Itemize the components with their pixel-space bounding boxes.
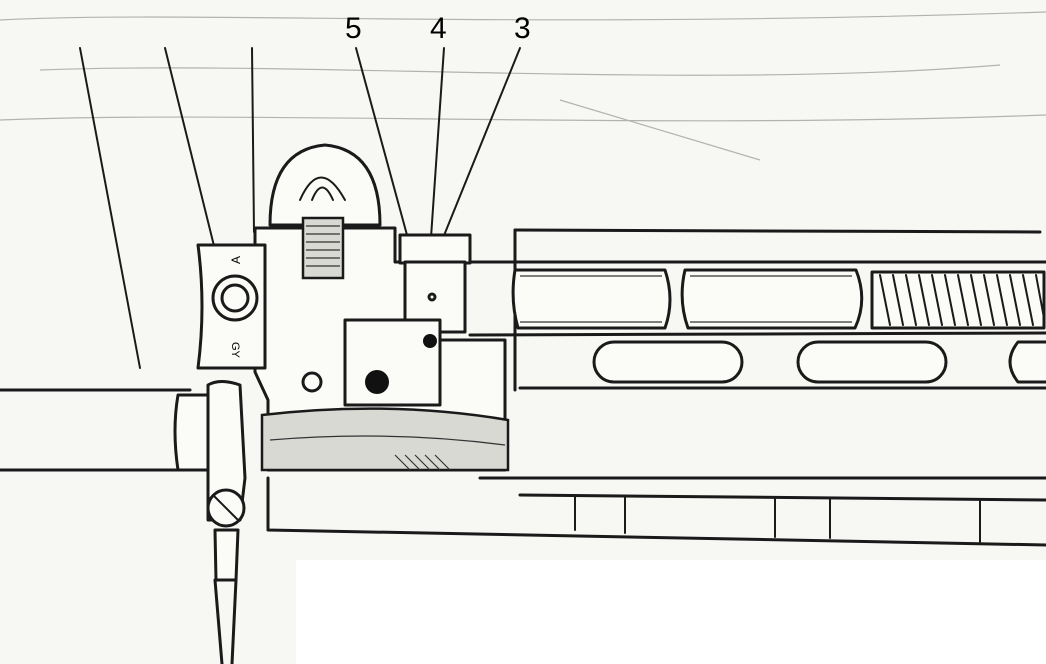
marking-gy: GY [229, 342, 241, 359]
leader-line-4 [429, 47, 445, 253]
callout-3: 3 [514, 12, 531, 45]
oval-slot [592, 340, 744, 384]
clamp-bracket [173, 380, 247, 664]
housing-block [253, 143, 510, 472]
coil-spring [870, 270, 1046, 330]
marking-a: A [229, 256, 243, 264]
leader-line-5 [355, 47, 411, 247]
callout-4: 4 [430, 12, 447, 45]
blank-area [296, 560, 1046, 664]
paper-texture [0, 11, 1046, 161]
left-knob: A GY [196, 243, 267, 370]
leader-line-3 [429, 47, 521, 271]
callout-labels: 5 4 3 [345, 12, 531, 45]
barrel-assembly [266, 228, 1046, 547]
callout-5: 5 [345, 12, 362, 45]
left-rails [0, 388, 192, 472]
oval-slot [796, 340, 948, 384]
leader-lines [79, 47, 521, 369]
